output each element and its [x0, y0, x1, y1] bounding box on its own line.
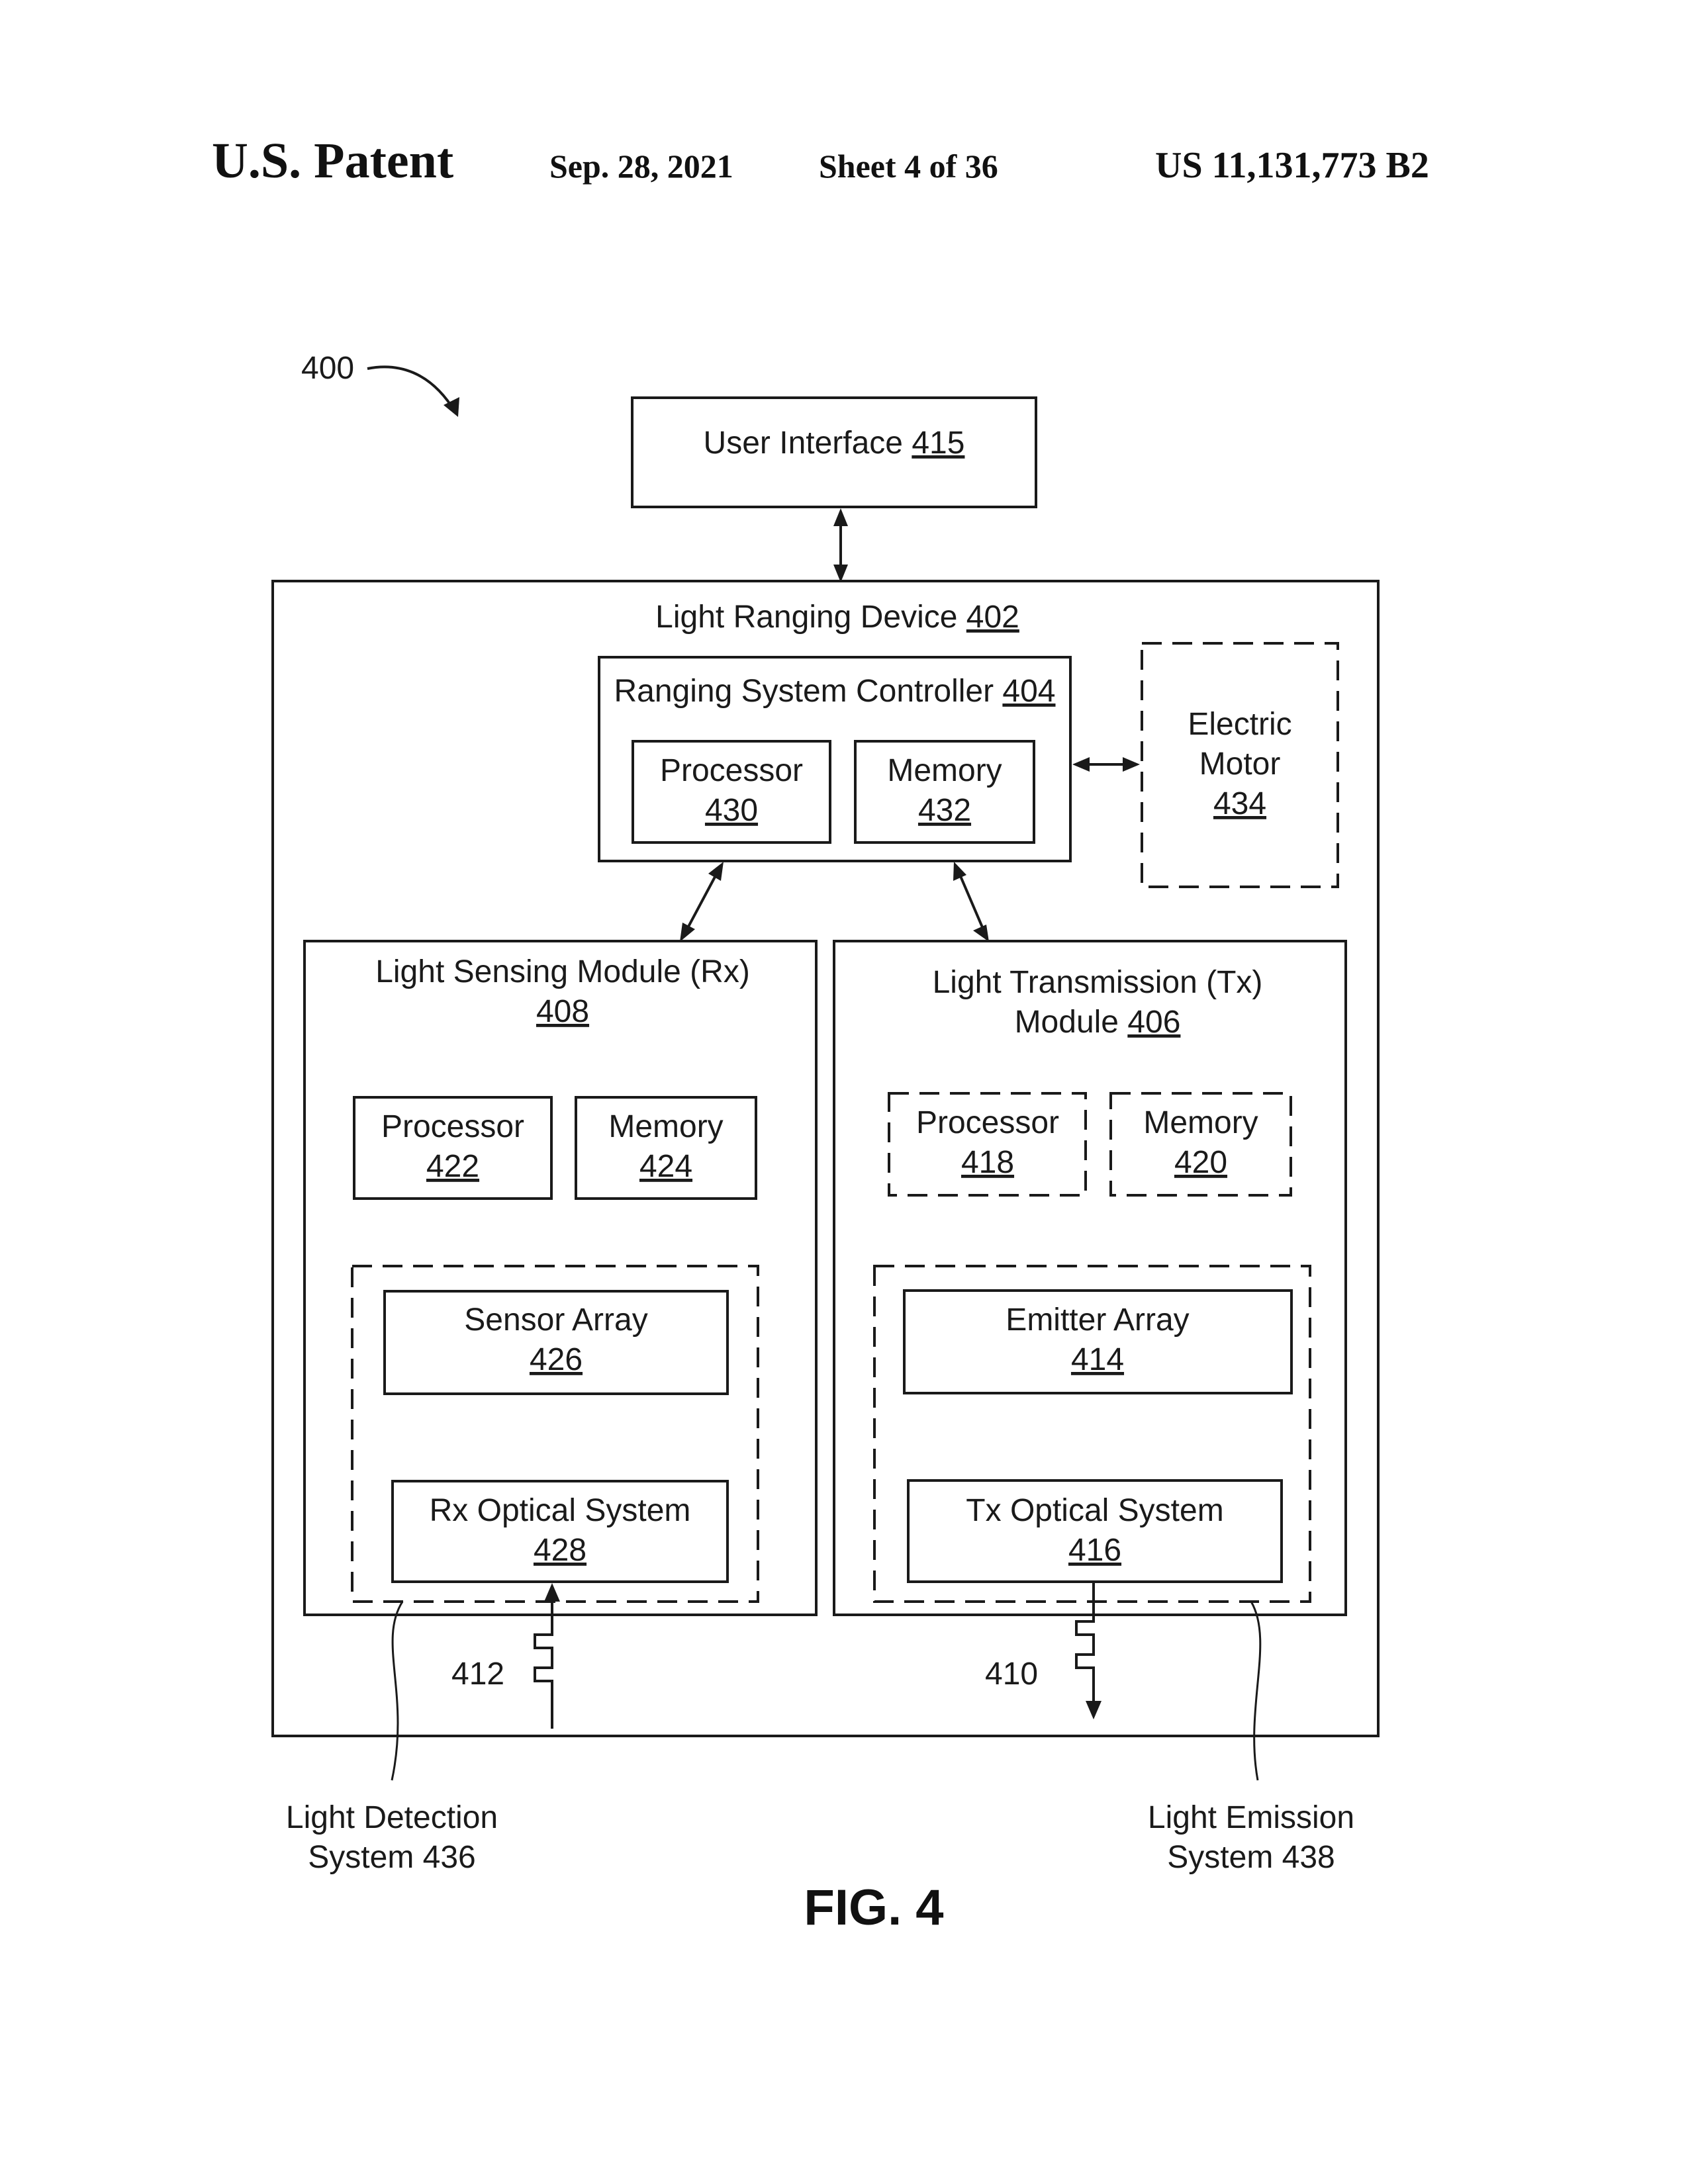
rx-optical-system-num: 428	[534, 1533, 586, 1568]
light-emission-system-line1: Light Emission	[1148, 1800, 1354, 1835]
rx-link-arrowhead-top	[708, 862, 724, 881]
electric-motor-line2: Motor	[1199, 747, 1281, 782]
light-detection-system-line2: System 436	[308, 1840, 475, 1875]
rx-memory-num: 424	[639, 1149, 692, 1184]
motor-arrowhead-right	[1123, 757, 1140, 772]
figure-ref-400: 400	[301, 351, 354, 386]
rx-link-arrowhead-bottom	[680, 923, 695, 942]
tx-signal-label: 410	[985, 1657, 1038, 1692]
ranging-controller-label: Ranging System Controller 404	[614, 674, 1055, 709]
emitter-array-num: 414	[1071, 1342, 1124, 1377]
tx-link-arrowhead-bottom	[973, 925, 989, 942]
electric-motor-num: 434	[1213, 786, 1266, 821]
tx-memory-label: Memory	[1143, 1105, 1258, 1140]
rx-signal-label: 412	[451, 1657, 504, 1692]
detection-leader-line	[392, 1602, 402, 1780]
user-interface-label: User Interface 415	[704, 426, 965, 461]
figure-title: FIG. 4	[804, 1880, 943, 1936]
controller-memory-num: 432	[918, 793, 971, 828]
tx-memory-num: 420	[1174, 1145, 1227, 1180]
electric-motor-line1: Electric	[1188, 707, 1291, 742]
light-emission-system-line2: System 438	[1167, 1840, 1335, 1875]
emission-leader-line	[1251, 1602, 1260, 1780]
tx-processor-num: 418	[961, 1145, 1014, 1180]
rx-processor-label: Processor	[381, 1109, 524, 1144]
light-sensing-module-num: 408	[536, 994, 589, 1029]
tx-processor-label: Processor	[916, 1105, 1059, 1140]
sensor-array-label: Sensor Array	[464, 1302, 647, 1338]
emitter-array-label: Emitter Array	[1006, 1302, 1189, 1338]
ui-arrowhead-down	[833, 565, 848, 582]
rx-processor-num: 422	[426, 1149, 479, 1184]
figure-ref-arrow	[367, 367, 455, 412]
light-sensing-module-label: Light Sensing Module (Rx)	[375, 954, 750, 989]
rx-light-signal	[535, 1602, 552, 1729]
tx-optical-system-label: Tx Optical System	[966, 1493, 1223, 1528]
controller-memory-label: Memory	[887, 753, 1002, 788]
rx-signal-arrowhead	[544, 1583, 560, 1602]
rx-optical-system-label: Rx Optical System	[430, 1493, 691, 1528]
controller-tx-link	[957, 867, 986, 936]
tx-optical-system-num: 416	[1068, 1533, 1121, 1568]
ui-arrowhead-up	[833, 508, 848, 526]
light-ranging-device-label: Light Ranging Device 402	[655, 600, 1019, 635]
controller-processor-label: Processor	[660, 753, 803, 788]
motor-arrowhead-left	[1072, 757, 1090, 772]
sensor-array-num: 426	[530, 1342, 583, 1377]
light-transmission-module-line1: Light Transmission (Tx)	[933, 965, 1263, 1000]
light-transmission-module-line2: Module 406	[1015, 1005, 1181, 1040]
rx-memory-label: Memory	[608, 1109, 723, 1144]
controller-processor-num: 430	[705, 793, 758, 828]
tx-signal-arrowhead	[1086, 1701, 1102, 1719]
light-detection-system-line1: Light Detection	[286, 1800, 498, 1835]
